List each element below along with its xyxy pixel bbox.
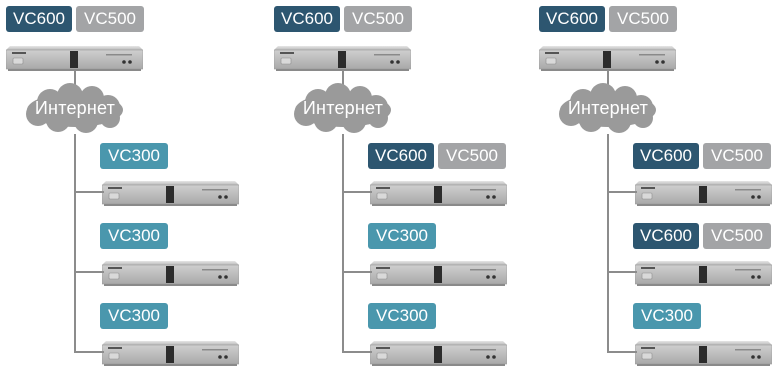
internet-cloud-icon: Интернет: [20, 82, 130, 136]
model-badge-vc500: VC500: [344, 6, 412, 32]
model-badge-vc300: VC300: [100, 303, 168, 329]
connection-line: [74, 70, 76, 86]
internet-cloud-icon: Интернет: [553, 82, 663, 136]
model-badge-vc300: VC300: [100, 143, 168, 169]
model-badge-vc600: VC600: [274, 6, 340, 32]
trunk-line: [342, 134, 344, 353]
model-badge-vc600: VC600: [368, 143, 434, 169]
cloud-label: Интернет: [34, 98, 116, 118]
branch-line: [74, 271, 104, 273]
branch-line: [607, 351, 637, 353]
trunk-line: [607, 134, 609, 353]
cloud-label: Интернет: [302, 98, 384, 118]
remote-video-conference-unit: [634, 173, 773, 208]
remote-video-conference-unit: [101, 333, 240, 368]
main-video-conference-unit: [273, 38, 412, 73]
remote-video-conference-unit: [634, 253, 773, 288]
model-badge-vc600: VC600: [6, 6, 72, 32]
connection-line: [607, 70, 609, 86]
connection-line: [342, 70, 344, 86]
remote-video-conference-unit: [369, 333, 508, 368]
remote-video-conference-unit: [101, 173, 240, 208]
main-video-conference-unit: [5, 38, 144, 73]
model-badge-vc500: VC500: [76, 6, 144, 32]
model-badge-vc500: VC500: [609, 6, 677, 32]
branch-line: [342, 351, 372, 353]
branch-line: [342, 191, 372, 193]
model-badge-vc300: VC300: [368, 223, 436, 249]
remote-video-conference-unit: [634, 333, 773, 368]
cloud-label: Интернет: [567, 98, 649, 118]
model-badge-vc600: VC600: [633, 143, 699, 169]
branch-line: [74, 351, 104, 353]
remote-video-conference-unit: [369, 173, 508, 208]
model-badge-vc500: VC500: [703, 223, 771, 249]
trunk-line: [74, 134, 76, 353]
main-video-conference-unit: [538, 38, 677, 73]
model-badge-vc300: VC300: [368, 303, 436, 329]
branch-line: [74, 191, 104, 193]
model-badge-vc300: VC300: [633, 303, 701, 329]
model-badge-vc500: VC500: [703, 143, 771, 169]
model-badge-vc500: VC500: [438, 143, 506, 169]
branch-line: [607, 191, 637, 193]
model-badge-vc600: VC600: [539, 6, 605, 32]
remote-video-conference-unit: [101, 253, 240, 288]
remote-video-conference-unit: [369, 253, 508, 288]
branch-line: [607, 271, 637, 273]
internet-cloud-icon: Интернет: [288, 82, 398, 136]
branch-line: [342, 271, 372, 273]
model-badge-vc600: VC600: [633, 223, 699, 249]
model-badge-vc300: VC300: [100, 223, 168, 249]
